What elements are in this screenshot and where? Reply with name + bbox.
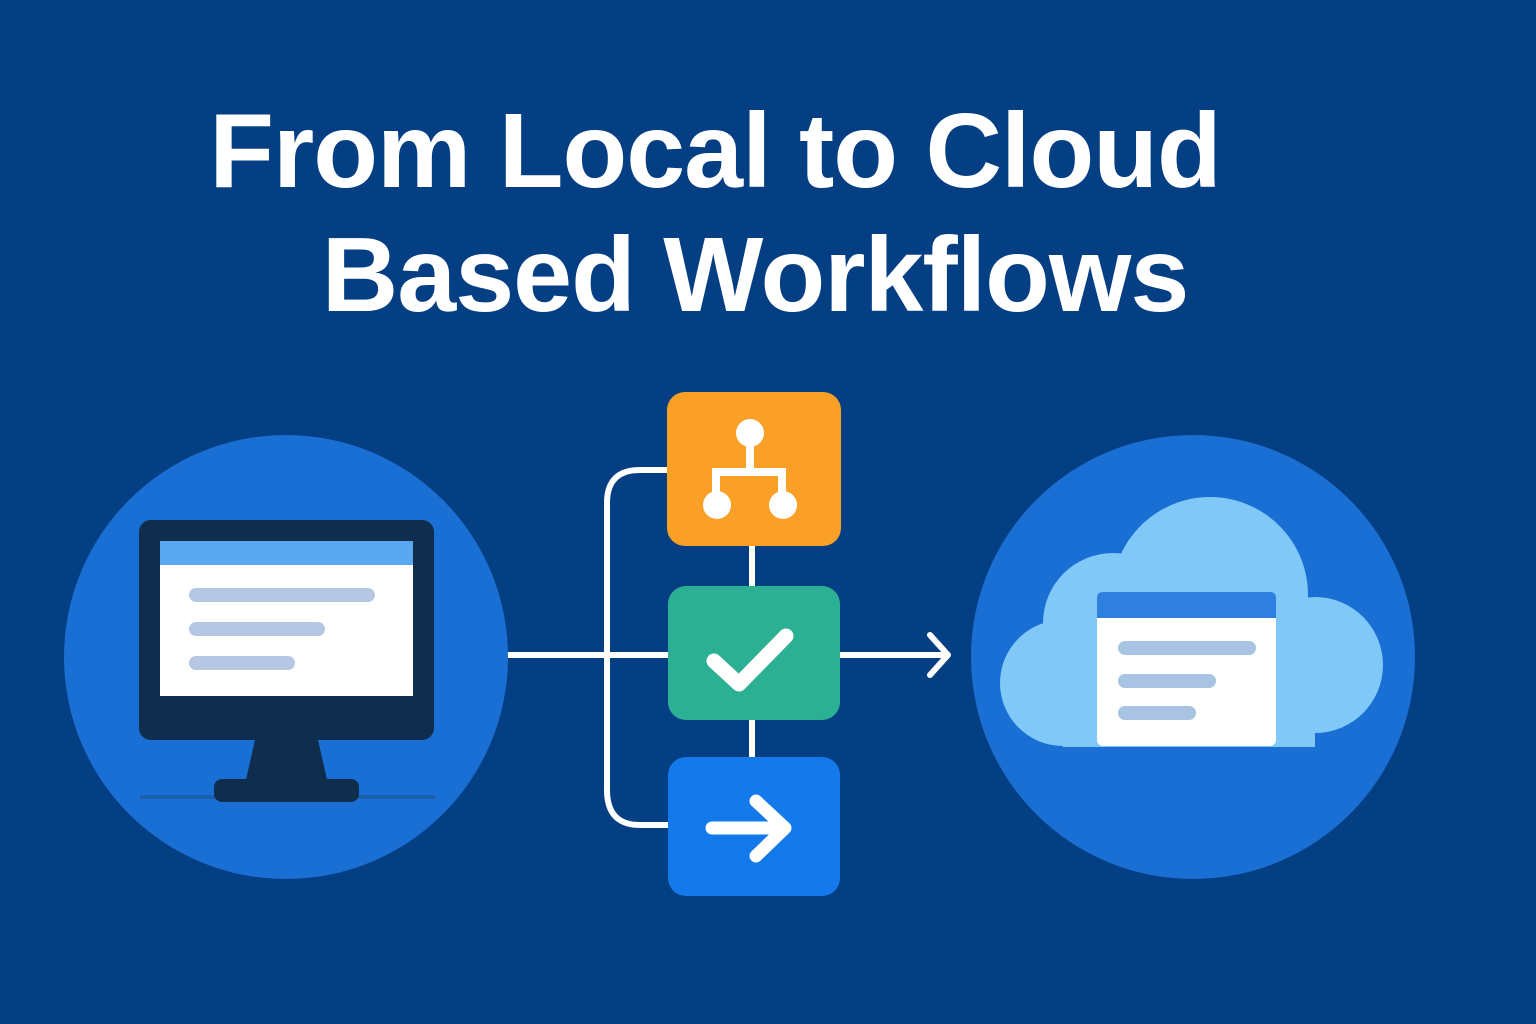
branch-icon (703, 419, 797, 519)
connector-arrowhead-icon (927, 632, 951, 678)
cloud-document-icon (971, 435, 1415, 879)
title-line-1: From Local to Cloud (209, 92, 1222, 210)
connectors (504, 467, 951, 828)
title-line-2: Based Workflows (321, 216, 1190, 334)
bracket-connector (604, 467, 671, 828)
arrow-step-box (668, 757, 840, 896)
branch-step-box (667, 392, 841, 546)
check-step-box (668, 586, 840, 720)
checkmark-icon (706, 628, 794, 692)
local-computer-icon (64, 435, 508, 879)
arrow-right-icon (705, 794, 792, 863)
